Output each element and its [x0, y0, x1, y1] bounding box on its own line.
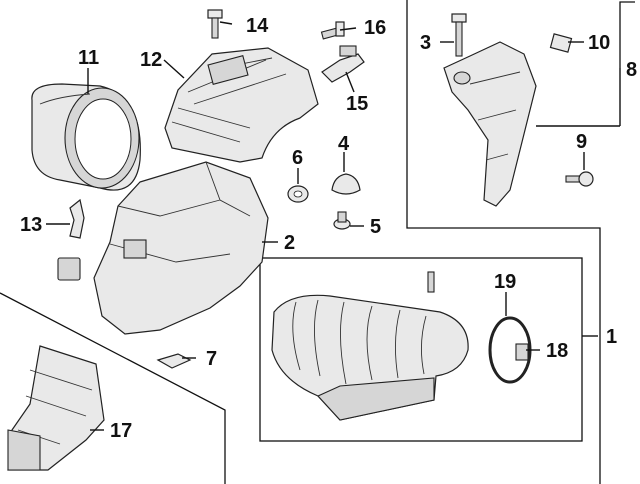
air-outlet-tube — [271, 271, 469, 421]
isolator — [331, 173, 361, 195]
main-assembly-outline — [0, 0, 601, 484]
cover-bolt — [207, 9, 223, 39]
callout-19: 19 — [494, 271, 516, 293]
callout-8: 8 — [626, 59, 637, 81]
callout-18: 18 — [546, 340, 568, 362]
callout-12: 12 — [140, 49, 162, 71]
callout-15: 15 — [346, 93, 368, 115]
callout-7: 7 — [206, 348, 217, 370]
hose-clamp — [488, 316, 532, 384]
callout-2: 2 — [284, 232, 295, 254]
bracket-subassembly-box-top — [619, 1, 635, 68]
mount-clip — [57, 198, 85, 281]
small-clip — [156, 353, 192, 369]
air-cleaner-cover — [164, 47, 319, 163]
duct-subassembly-box — [259, 257, 583, 442]
mass-air-flow-sensor — [321, 45, 365, 83]
air-cleaner-lower-housing — [93, 161, 269, 335]
callout-3: 3 — [420, 32, 431, 54]
callout-16: 16 — [364, 17, 386, 39]
callout-9: 9 — [576, 131, 587, 153]
callout-4: 4 — [338, 133, 350, 155]
callout-5: 5 — [370, 216, 381, 238]
leader-lines — [46, 21, 621, 431]
callout-11: 11 — [78, 47, 99, 69]
callout-6: 6 — [292, 147, 303, 169]
grommet — [287, 185, 309, 203]
callout-labels: 11 12 14 16 15 6 4 5 2 13 7 3 10 8 9 17 … — [20, 15, 637, 442]
callout-17: 17 — [110, 420, 132, 442]
stud — [333, 211, 351, 230]
callout-1: 1 — [606, 326, 617, 348]
callout-13: 13 — [20, 214, 42, 236]
bracket-bolt — [451, 13, 467, 57]
air-inlet-duct — [7, 345, 105, 471]
callout-14: 14 — [246, 15, 269, 37]
callout-10: 10 — [588, 32, 610, 54]
mass-air-flow-screw — [320, 21, 345, 40]
air-filter-element — [31, 83, 141, 191]
mounting-bracket — [443, 41, 537, 207]
bracket-clip — [549, 33, 573, 53]
bracket-screw — [565, 171, 594, 187]
